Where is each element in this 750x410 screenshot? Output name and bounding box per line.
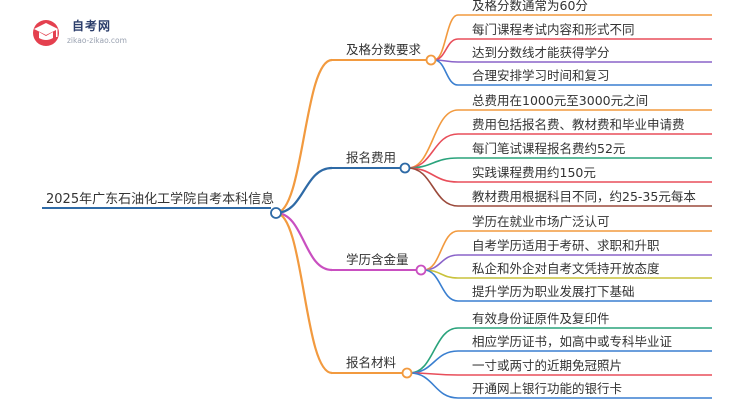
leaf-connector (433, 14, 459, 61)
graduation-cap-icon (33, 20, 59, 46)
leaf-label: 自考学历适用于考研、求职和升职 (472, 238, 660, 253)
branch-label: 报名费用 (346, 150, 396, 165)
branch-node (399, 162, 411, 174)
branch-node (401, 367, 413, 379)
root-topic: 2025年广东石油化工学院自考本科信息 (46, 191, 274, 207)
leaf-label: 合理安排学习时间和复习 (472, 68, 610, 83)
branch-connector (275, 58, 333, 215)
leaf-connector (423, 230, 459, 271)
leaf-connector (433, 59, 459, 86)
leaf-label: 及格分数通常为60分 (472, 0, 588, 13)
branch-connector (275, 211, 333, 272)
branch-node (425, 54, 437, 66)
branch-label: 学历含金量 (346, 252, 409, 267)
leaf-label: 学历在就业市场广泛认可 (472, 214, 610, 229)
leaf-label: 开通网上银行功能的银行卡 (472, 381, 622, 396)
root-node (270, 207, 282, 219)
leaf-label: 实践课程费用约150元 (472, 165, 596, 180)
leaf-connector (407, 109, 459, 169)
leaf-label: 总费用在1000元至3000元之间 (472, 93, 648, 108)
leaf-label: 相应学历证书，如高中或专科毕业证 (472, 334, 673, 349)
leaf-label: 每门课程考试内容和形式不同 (472, 22, 635, 37)
leaf-connector (409, 372, 459, 399)
logo: 自考网 zikao-zikao.com (26, 14, 146, 50)
leaf-connector (409, 350, 459, 374)
leaf-label: 费用包括报名费、教材费和毕业申请费 (472, 117, 685, 132)
leaf-connector (409, 327, 459, 374)
branch-connector (275, 166, 333, 215)
leaf-label: 有效身份证原件及复印件 (472, 311, 610, 326)
leaf-connector (433, 38, 459, 61)
branch-node (415, 264, 427, 276)
leaf-connector (423, 269, 459, 302)
logo-url: zikao-zikao.com (67, 36, 127, 45)
branch-connector (275, 211, 333, 375)
leaf-label: 每门笔试课程报名费约52元 (472, 141, 625, 156)
branch-label: 报名材料 (346, 355, 397, 370)
leaf-label: 教材费用根据科目不同，约25-35元每本 (472, 189, 696, 204)
branch-label: 及格分数要求 (346, 42, 422, 57)
leaf-label: 一寸或两寸的近期免冠照片 (472, 358, 622, 373)
leaf-label: 达到分数线才能获得学分 (472, 45, 610, 60)
logo-title: 自考网 (72, 19, 112, 33)
leaf-label: 私企和外企对自考文凭持开放态度 (472, 261, 660, 276)
leaf-connector (407, 167, 459, 207)
leaf-label: 提升学历为职业发展打下基础 (472, 284, 635, 299)
